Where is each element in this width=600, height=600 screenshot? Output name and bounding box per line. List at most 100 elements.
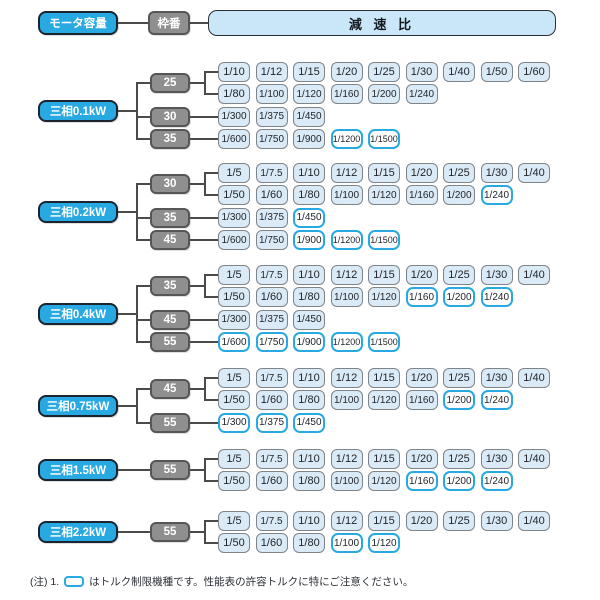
ratio-box: 1/375 bbox=[255, 207, 288, 228]
ratio-box: 1/60 bbox=[518, 62, 550, 82]
ratio-box-torque-limited: 1/240 bbox=[480, 287, 513, 308]
ratio-box: 1/80 bbox=[293, 533, 325, 554]
frame-box: 55 bbox=[150, 522, 190, 543]
ratio-box: 1/100 bbox=[330, 471, 363, 492]
frame-box: 45 bbox=[150, 379, 190, 400]
ratio-box-torque-limited: 1/750 bbox=[255, 332, 288, 353]
connector-line bbox=[118, 110, 138, 113]
connector-line bbox=[204, 274, 206, 299]
connector-line bbox=[204, 520, 218, 522]
ratio-box: 1/25 bbox=[443, 449, 475, 469]
ratio-box: 1/10 bbox=[293, 511, 325, 531]
ratio-box-torque-limited: 1/1500 bbox=[368, 332, 400, 353]
ratio-box: 1/120 bbox=[368, 185, 400, 206]
ratio-box-torque-limited: 1/200 bbox=[443, 287, 475, 308]
ratio-box: 1/50 bbox=[218, 390, 250, 411]
frame-box: 30 bbox=[150, 106, 190, 127]
frame-box: 55 bbox=[150, 412, 190, 433]
connector-line bbox=[204, 296, 218, 299]
connector-line bbox=[190, 469, 206, 472]
ratio-box: 1/450 bbox=[293, 309, 325, 330]
ratio-box: 1/80 bbox=[293, 287, 325, 308]
ratio-box: 1/60 bbox=[255, 185, 288, 206]
connector-line bbox=[204, 480, 218, 483]
motor-capacity-label: 三相0.1kW bbox=[38, 100, 118, 123]
connector-line bbox=[190, 82, 206, 85]
motor-capacity-label: 三相0.2kW bbox=[38, 201, 118, 224]
footnote-number: (注) 1. bbox=[30, 576, 60, 588]
connector-line bbox=[190, 388, 206, 391]
connector-line bbox=[190, 115, 218, 118]
connector-line bbox=[118, 531, 150, 534]
ratio-box: 1/300 bbox=[218, 106, 250, 127]
ratio-box: 1/25 bbox=[443, 511, 475, 531]
ratio-box: 1/50 bbox=[218, 471, 250, 492]
ratio-box: 1/120 bbox=[368, 390, 400, 411]
connector-line bbox=[118, 22, 148, 24]
connector-line bbox=[204, 377, 218, 379]
ratio-box: 1/120 bbox=[368, 471, 400, 492]
ratio-box: 1/120 bbox=[293, 84, 325, 105]
connector-line bbox=[190, 531, 206, 534]
ratio-box: 1/5 bbox=[218, 511, 250, 531]
frame-box: 55 bbox=[150, 332, 190, 353]
ratio-box: 1/50 bbox=[218, 533, 250, 554]
connector-line bbox=[204, 194, 218, 197]
connector-line bbox=[190, 216, 218, 219]
connector-line bbox=[118, 405, 138, 407]
motor-capacity-label: 三相0.75kW bbox=[38, 395, 118, 417]
connector-line bbox=[136, 82, 150, 85]
ratio-box-torque-limited: 1/450 bbox=[293, 207, 325, 228]
connector-line bbox=[204, 399, 218, 402]
ratio-box: 1/5 bbox=[218, 163, 250, 183]
connector-line bbox=[204, 93, 218, 96]
connector-line bbox=[190, 138, 218, 141]
motor-capacity-label: 三相0.4kW bbox=[38, 303, 118, 326]
ratio-box: 1/15 bbox=[368, 368, 400, 388]
ratio-box: 1/375 bbox=[255, 106, 288, 127]
ratio-box: 1/50 bbox=[218, 287, 250, 308]
connector-line bbox=[204, 520, 206, 545]
ratio-box-torque-limited: 1/1500 bbox=[368, 129, 400, 150]
connector-line bbox=[204, 542, 218, 545]
connector-line bbox=[136, 115, 150, 118]
ratio-box: 1/7.5 bbox=[255, 163, 288, 183]
ratio-box: 1/12 bbox=[330, 163, 363, 183]
connector-line bbox=[204, 458, 218, 460]
ratio-box: 1/25 bbox=[368, 62, 400, 82]
ratio-box: 1/7.5 bbox=[255, 368, 288, 388]
frame-box: 45 bbox=[150, 309, 190, 330]
motor-capacity-header: モータ容量 bbox=[38, 11, 118, 35]
motor-capacity-label: 三相2.2kW bbox=[38, 521, 118, 544]
connector-line bbox=[136, 388, 138, 424]
ratio-box: 1/40 bbox=[443, 62, 475, 82]
ratio-box: 1/160 bbox=[405, 185, 438, 206]
ratio-box: 1/100 bbox=[330, 390, 363, 411]
ratio-box: 1/20 bbox=[405, 265, 438, 285]
connector-line bbox=[190, 318, 218, 321]
connector-line bbox=[136, 82, 138, 141]
ratio-box-torque-limited: 1/900 bbox=[293, 230, 325, 251]
ratio-box: 1/10 bbox=[293, 163, 325, 183]
ratio-box: 1/160 bbox=[330, 84, 363, 105]
connector-line bbox=[118, 211, 138, 214]
ratio-box-torque-limited: 1/240 bbox=[480, 390, 513, 411]
ratio-box: 1/15 bbox=[368, 265, 400, 285]
ratio-box: 1/20 bbox=[405, 368, 438, 388]
ratio-box: 1/12 bbox=[330, 449, 363, 469]
ratio-box: 1/7.5 bbox=[255, 449, 288, 469]
ratio-box: 1/60 bbox=[255, 533, 288, 554]
ratio-box: 1/450 bbox=[293, 106, 325, 127]
connector-line bbox=[190, 285, 206, 288]
ratio-box: 1/25 bbox=[443, 163, 475, 183]
connector-line bbox=[190, 341, 218, 344]
connector-line bbox=[136, 341, 150, 344]
ratio-box: 1/300 bbox=[218, 309, 250, 330]
ratio-box: 1/375 bbox=[255, 309, 288, 330]
ratio-box: 1/25 bbox=[443, 368, 475, 388]
ratio-box: 1/600 bbox=[218, 129, 250, 150]
connector-line bbox=[118, 469, 150, 472]
connector-line bbox=[136, 183, 138, 242]
frame-box: 35 bbox=[150, 207, 190, 228]
connector-line bbox=[190, 239, 218, 242]
